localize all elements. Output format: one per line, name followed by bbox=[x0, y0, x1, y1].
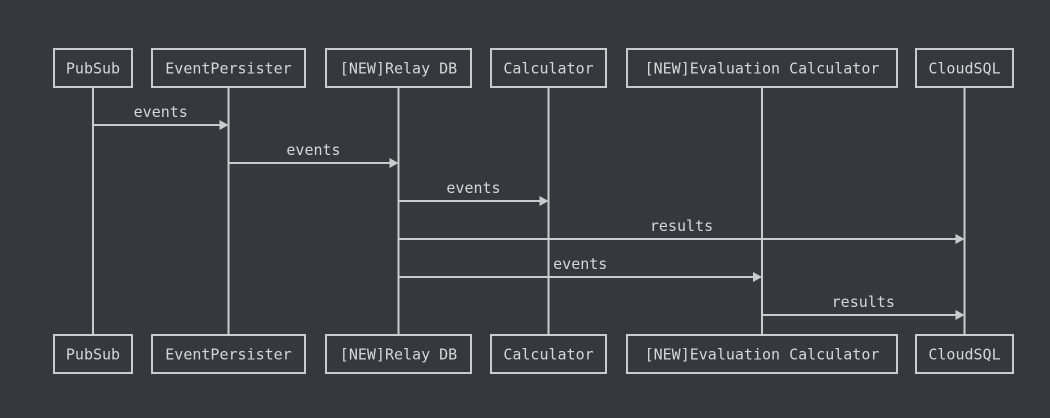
participant-label: PubSub bbox=[66, 60, 120, 78]
participant-frame bbox=[915, 334, 1014, 374]
participant-box-evalcalc-bottom: [NEW]Evaluation Calculator bbox=[626, 334, 898, 374]
message-label: events bbox=[553, 255, 607, 273]
participant-box-evalcalc-top: [NEW]Evaluation Calculator bbox=[626, 48, 898, 88]
arrowhead-icon bbox=[753, 272, 762, 282]
participant-frame bbox=[151, 334, 306, 374]
participant-frame bbox=[490, 334, 607, 374]
message-pubsub-to-eventpersister: events bbox=[93, 103, 229, 130]
participant-frame bbox=[53, 48, 133, 88]
participant-box-pubsub-bottom: PubSub bbox=[53, 334, 133, 374]
participant-label: [NEW]Relay DB bbox=[340, 60, 457, 78]
message-label: results bbox=[832, 293, 895, 311]
participant-box-eventpersister-bottom: EventPersister bbox=[151, 334, 306, 374]
participant-frame bbox=[325, 334, 472, 374]
participant-frame bbox=[626, 334, 898, 374]
participant-frame bbox=[490, 48, 607, 88]
participant-label: [NEW]Evaluation Calculator bbox=[645, 60, 880, 78]
participant-label: CloudSQL bbox=[928, 346, 1000, 364]
participant-box-relaydb-top: [NEW]Relay DB bbox=[325, 48, 472, 88]
participant-box-calculator-top: Calculator bbox=[490, 48, 607, 88]
message-relaydb-to-evalcalc: events bbox=[398, 255, 762, 282]
participant-label: PubSub bbox=[66, 346, 120, 364]
participant-box-relaydb-bottom: [NEW]Relay DB bbox=[325, 334, 472, 374]
participant-label: [NEW]Relay DB bbox=[340, 346, 457, 364]
participant-label: CloudSQL bbox=[928, 60, 1000, 78]
message-relaydb-to-cloudsql: results bbox=[398, 217, 965, 244]
participant-frame bbox=[53, 334, 133, 374]
participant-label: Calculator bbox=[503, 346, 593, 364]
arrowhead-icon bbox=[955, 234, 965, 244]
message-evalcalc-to-cloudsql: results bbox=[762, 293, 965, 320]
participant-box-pubsub-top: PubSub bbox=[53, 48, 133, 88]
participant-label: EventPersister bbox=[165, 346, 291, 364]
participant-frame bbox=[325, 48, 472, 88]
arrowhead-icon bbox=[389, 158, 399, 168]
participant-frame bbox=[151, 48, 306, 88]
message-label: events bbox=[446, 179, 500, 197]
participant-box-cloudsql-top: CloudSQL bbox=[915, 48, 1014, 88]
messages: events events events results events results bbox=[93, 103, 965, 320]
participant-label: Calculator bbox=[503, 60, 593, 78]
participant-label: [NEW]Evaluation Calculator bbox=[645, 346, 880, 364]
participant-label: EventPersister bbox=[165, 60, 291, 78]
arrowhead-icon bbox=[539, 196, 549, 206]
participant-box-cloudsql-bottom: CloudSQL bbox=[915, 334, 1014, 374]
message-label: results bbox=[650, 217, 713, 235]
message-relaydb-to-calculator: events bbox=[398, 179, 549, 206]
lifelines bbox=[92, 87, 966, 335]
participant-frame bbox=[626, 48, 898, 88]
message-label: events bbox=[286, 141, 340, 159]
arrowhead-icon bbox=[955, 310, 965, 320]
participant-frame bbox=[915, 48, 1014, 88]
message-eventpersister-to-relaydb: events bbox=[228, 141, 399, 168]
participant-box-calculator-bottom: Calculator bbox=[490, 334, 607, 374]
arrowhead-icon bbox=[219, 120, 229, 130]
participant-box-eventpersister-top: EventPersister bbox=[151, 48, 306, 88]
message-label: events bbox=[134, 103, 188, 121]
